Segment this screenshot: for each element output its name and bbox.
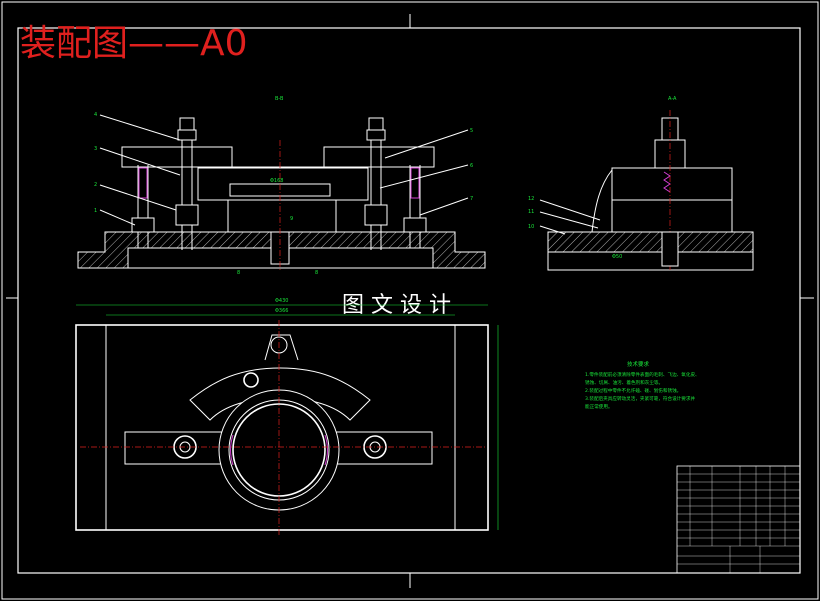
top-base-plate xyxy=(75,324,489,531)
balloon-number: 3 xyxy=(94,146,97,152)
side-view: A-A Φ50 xyxy=(539,96,754,272)
balloon-number: 12 xyxy=(528,196,534,202)
clamp-plate-left xyxy=(121,146,233,168)
side-dim-label: Φ50 xyxy=(612,254,622,260)
inner-frame xyxy=(17,27,801,574)
balloon-number: 9 xyxy=(290,216,293,222)
centering-marks xyxy=(6,14,814,588)
note-line: 能正常使用。 xyxy=(585,403,613,410)
note-line: 锈蚀、切屑、油污、着色剂和灰尘等。 xyxy=(585,379,663,386)
balloon-number: 6 xyxy=(470,163,473,169)
balloon-number: 2 xyxy=(94,182,97,188)
balloon-number: 11 xyxy=(528,209,534,215)
technical-notes: 技术要求 1.零件装配前必须清除零件表面的毛刺、飞边、氧化皮、 锈蚀、切屑、油污… xyxy=(585,360,700,410)
balloon-number: 8 xyxy=(237,270,240,276)
watermark-caption: 图 文 设 计 xyxy=(342,293,451,318)
balloon-number: 4 xyxy=(94,112,97,118)
clamp-plate-right xyxy=(323,146,435,168)
balloon-number: 10 xyxy=(528,224,534,230)
side-base xyxy=(547,231,754,253)
balloon-number: 5 xyxy=(470,128,473,134)
top-view: Φ430 Φ366 xyxy=(75,298,499,535)
side-view-label: A-A xyxy=(668,96,677,102)
note-line: 1.零件装配前必须清除零件表面的毛刺、飞边、氧化皮、 xyxy=(585,371,700,378)
support-block xyxy=(227,199,337,233)
front-view: B-B Φ168 xyxy=(77,96,486,270)
front-dim-label: Φ168 xyxy=(270,178,283,184)
front-view-label: B-B xyxy=(275,96,284,102)
balloon-number: 7 xyxy=(470,196,473,202)
top-inner-dim: Φ366 xyxy=(275,308,288,314)
note-line: 2.装配过程中零件不允许磕、碰、划伤和锈蚀。 xyxy=(585,387,681,394)
note-line: 3.装配后夹具应转动灵活，夹紧可靠，符合设计要求并 xyxy=(585,395,695,402)
balloon-number: 8 xyxy=(315,270,318,276)
balloon-number: 1 xyxy=(94,208,97,214)
part-balloons: 4 3 2 1 5 6 7 8 8 9 12 11 10 xyxy=(94,112,534,276)
drawing-title: 装配图——A0 xyxy=(20,23,248,64)
notes-heading: 技术要求 xyxy=(627,360,650,368)
title-block xyxy=(676,465,801,574)
top-width-dim: Φ430 xyxy=(275,298,288,304)
